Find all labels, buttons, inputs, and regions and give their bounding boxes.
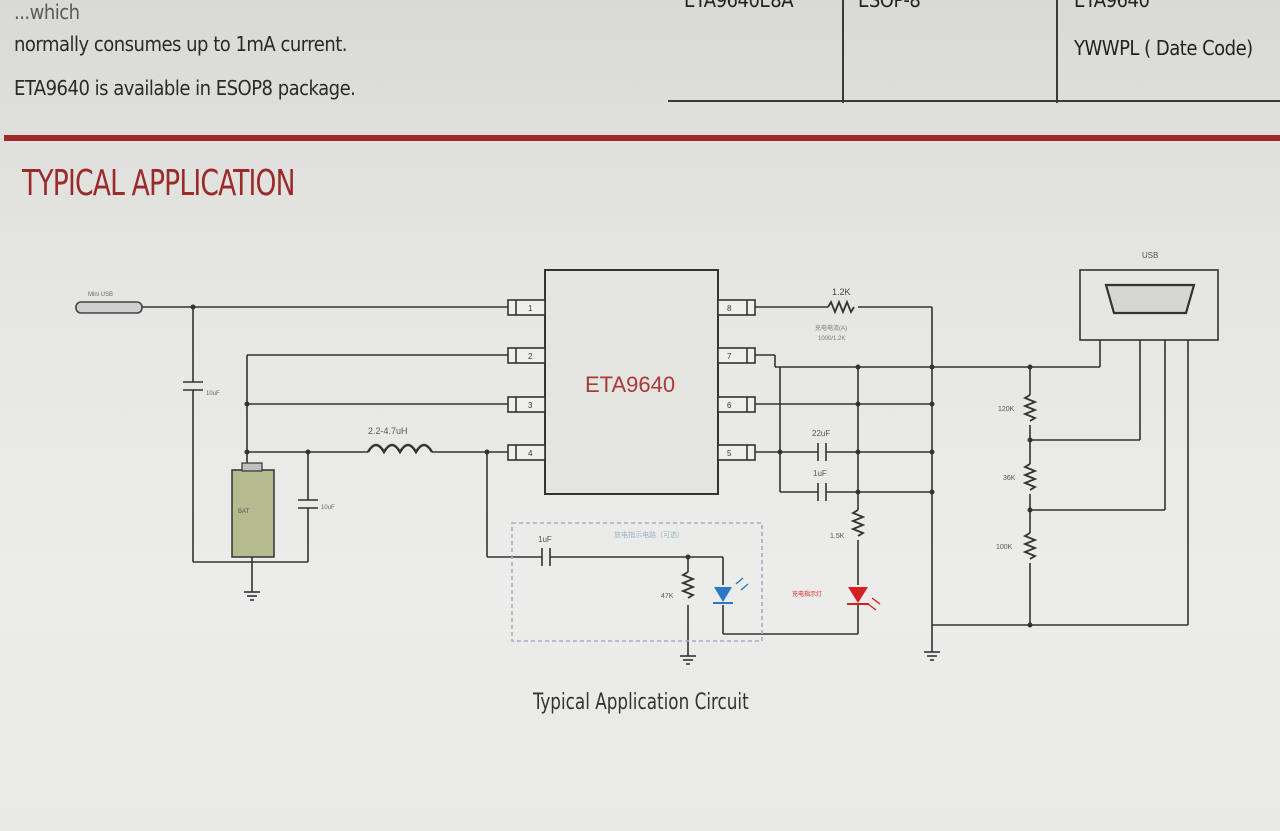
cap-in-label: 10uF (206, 391, 220, 397)
intro-line-1: normally consumes up to 1mA current. (14, 32, 348, 56)
ic-name-label: ETA9640 (585, 372, 675, 397)
inductor-label: 2.2-4.7uH (368, 426, 408, 436)
inductor (366, 443, 434, 455)
r-47k-label: 47K (661, 593, 674, 600)
pin-3-label: 3 (528, 401, 533, 410)
cap-1uf-label: 1uF (813, 469, 827, 478)
r-top-note-1: 充电电流(A) (815, 324, 847, 332)
r-36k-label: 36K (1003, 475, 1016, 482)
red-led-label: 充电指示灯 (792, 590, 822, 598)
table-marking: ETA9640 (1074, 0, 1150, 12)
cap-1uf-label-2: 1uF (538, 535, 552, 544)
r-top-note-2: 1000/1.2K (818, 336, 845, 342)
r-120k-label: 120K (998, 406, 1015, 413)
intro-line-2: ETA9640 is available in ESOP8 package. (14, 76, 356, 100)
intro-line-clipped: ...which (14, 0, 80, 24)
pin-2-label: 2 (528, 352, 533, 361)
intro-text: ...which normally consumes up to 1mA cur… (14, 0, 664, 110)
ic-body (544, 269, 719, 495)
pin-6-label: 6 (727, 401, 732, 410)
resistor-100k (1022, 532, 1038, 560)
table-bottom-rule (668, 100, 1280, 102)
table-date-code: YWWPL ( Date Code) (1074, 36, 1253, 60)
resistor-120k (1022, 394, 1038, 422)
ordering-table: ETA9640E8A ESOP-8 ETA9640 YWWPL ( Date C… (668, 0, 1280, 103)
battery-label: BAT (238, 509, 250, 515)
optional-discharge-box (511, 522, 763, 642)
table-divider (1056, 0, 1058, 103)
mini-usb-connector (75, 301, 143, 314)
table-package: ESOP-8 (858, 0, 921, 12)
section-divider (4, 135, 1280, 141)
table-divider (842, 0, 844, 103)
pin-1-label: 1 (528, 304, 533, 313)
pin-5-label: 5 (727, 449, 732, 458)
usb-label: USB (1142, 251, 1158, 260)
dashed-box-note: 放电指示电路（可选） (614, 530, 684, 539)
blue-led-icon (714, 587, 732, 602)
pin-4-label: 4 (528, 449, 533, 458)
pin-7-label: 7 (727, 352, 732, 361)
r-1k5-label: 1.5K (830, 533, 845, 540)
resistor-36k (1022, 463, 1038, 491)
table-part-number: ETA9640E8A (684, 0, 794, 12)
cap-22uf-label: 22uF (812, 429, 830, 438)
r-top-label: 1.2K (832, 287, 851, 297)
pin-8-label: 8 (727, 304, 732, 313)
figure-caption: Typical Application Circuit (533, 690, 749, 715)
red-led-icon (848, 587, 868, 603)
resistor-1k5 (850, 509, 866, 537)
section-title: TYPICAL APPLICATION (22, 163, 295, 204)
r-100k-label: 100K (996, 544, 1013, 551)
resistor-47k (680, 571, 696, 599)
resistor-1k2 (827, 299, 855, 315)
cap-bat-label: 10uF (321, 505, 335, 511)
mini-usb-label: Mini USB (88, 292, 113, 298)
